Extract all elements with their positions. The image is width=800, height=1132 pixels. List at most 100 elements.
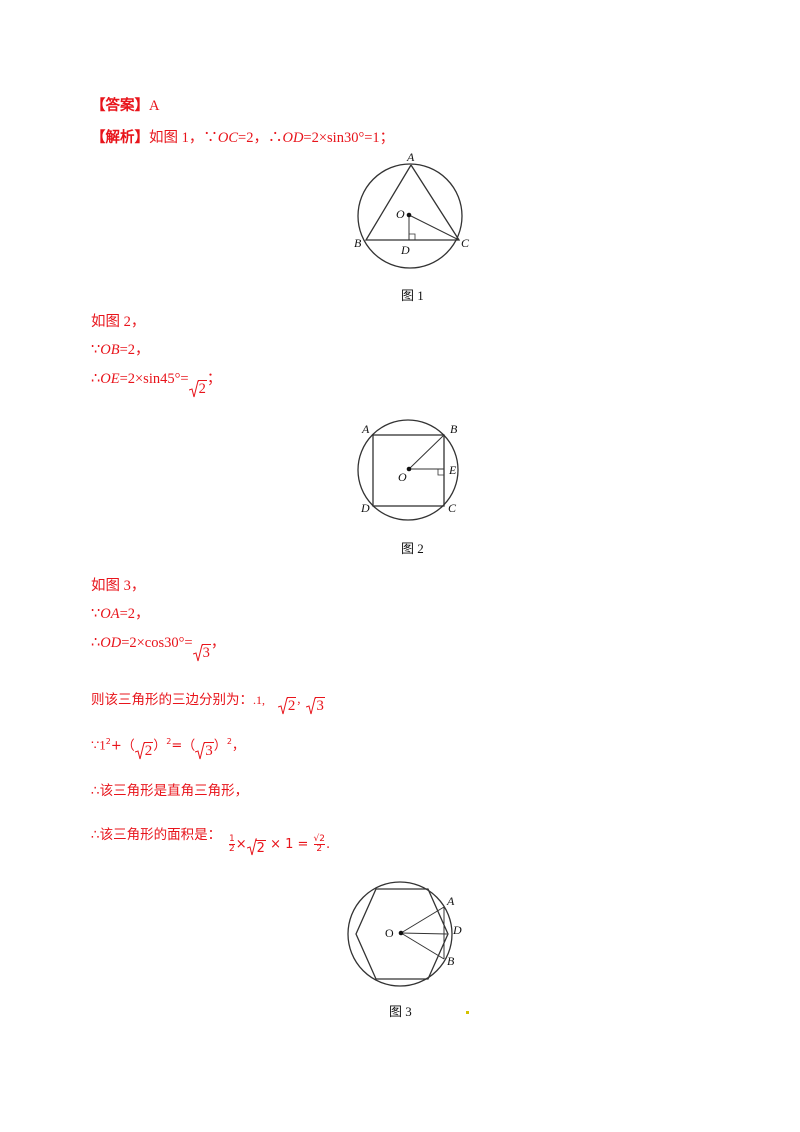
analysis-label: 【解析】 bbox=[91, 130, 149, 146]
radicand: 3 bbox=[204, 742, 214, 760]
fig3-label-o: O bbox=[385, 926, 394, 940]
part3-therefore: ∴OD=2×cos30°= 3， bbox=[91, 634, 225, 662]
frac-numerator: 1 bbox=[229, 834, 235, 845]
part2-therefore: ∴OE=2×sin45°= 2； bbox=[91, 370, 221, 398]
fig1-oc bbox=[408, 214, 460, 241]
radicand: 2 bbox=[197, 380, 207, 397]
pyth-text: ， bbox=[231, 738, 245, 754]
fig2-ob bbox=[408, 434, 445, 470]
sqrt-3: 3 bbox=[195, 742, 214, 760]
fig3-label-b: B bbox=[447, 954, 455, 968]
exponent: 2 bbox=[105, 737, 111, 746]
fig1-label-b: B bbox=[354, 236, 362, 250]
fig2-label-d: D bbox=[360, 501, 370, 515]
times: × bbox=[235, 837, 247, 852]
pyth-text: +（ bbox=[110, 738, 135, 754]
sqrt-3: 3 bbox=[192, 644, 211, 662]
pythagoras-line: ∵12+（2）2=（3）2， bbox=[91, 733, 245, 760]
var-oe: OE bbox=[100, 371, 120, 387]
fig1-label-o: O bbox=[396, 207, 405, 221]
part2-intro: 如图 2， bbox=[91, 314, 146, 330]
figure-3: A O D B bbox=[347, 881, 462, 987]
fig1-right-angle bbox=[409, 233, 416, 240]
exponent: 2 bbox=[226, 737, 232, 746]
sides-text: 则该三角形的三边分别为： bbox=[91, 692, 253, 708]
fig2-label-a: A bbox=[361, 422, 370, 436]
answer-value: A bbox=[149, 98, 160, 114]
fig3-circle bbox=[347, 881, 453, 987]
analysis-text: =2×sin30°=1； bbox=[303, 130, 395, 146]
fig3-ob bbox=[400, 932, 445, 960]
fig2-label-e: E bbox=[448, 463, 457, 477]
part2-since: ∵OB=2， bbox=[91, 341, 150, 359]
times-one-equals: × 1 = bbox=[270, 837, 309, 852]
symbol-therefore: ∴ bbox=[91, 635, 101, 651]
radicand: 2 bbox=[255, 840, 266, 856]
analysis-line-1: 【解析】如图 1，∵OC=2，∴OD=2×sin30°=1； bbox=[91, 129, 394, 147]
radicand: 2 bbox=[143, 742, 154, 760]
fig2-label-b: B bbox=[450, 422, 458, 436]
sqrt-2: 2 bbox=[134, 742, 154, 760]
area-line: ∴该三角形的面积是： bbox=[91, 826, 221, 844]
period: . bbox=[326, 837, 331, 852]
symbol-therefore: ∴ bbox=[91, 371, 101, 387]
fig1-triangle bbox=[364, 164, 461, 241]
var-oc: OC bbox=[217, 130, 239, 146]
right-triangle-line: ∴该三角形是直角三角形， bbox=[91, 783, 249, 799]
fig2-right-angle bbox=[437, 469, 444, 476]
part3-text: =2×cos30°= bbox=[121, 635, 193, 651]
fig1-circle bbox=[357, 163, 463, 269]
part2-text: =2×sin45°= bbox=[119, 371, 189, 387]
fig3-label-a: A bbox=[446, 894, 455, 908]
analysis-text: =2，∴ bbox=[238, 130, 283, 146]
part3-text: ， bbox=[210, 635, 226, 651]
fig2-center-dot bbox=[406, 466, 412, 472]
sqrt-2: 2 bbox=[277, 697, 297, 715]
sides-line: 则该三角形的三边分别为：.1, 2， 3 bbox=[91, 691, 325, 715]
answer-label: 【答案】 bbox=[91, 98, 149, 114]
pyth-text: ） bbox=[153, 738, 167, 754]
fig3-caption: 图 3 bbox=[389, 1004, 412, 1019]
fig1-label-d: D bbox=[400, 243, 410, 257]
fig2-circle bbox=[357, 419, 459, 521]
fig2-label-c: C bbox=[448, 501, 457, 515]
frac-denominator: 2 bbox=[229, 844, 235, 854]
area-text: ∴该三角形的面积是： bbox=[91, 827, 222, 843]
sqrt-2: 2 bbox=[188, 380, 207, 398]
analysis-text: 如图 1，∵ bbox=[149, 130, 218, 146]
separator: ， bbox=[296, 696, 307, 707]
part2-text: ； bbox=[206, 371, 222, 387]
symbol-because: ∵ bbox=[91, 342, 101, 358]
figure-1: A O B D C bbox=[354, 150, 470, 269]
part3-intro: 如图 3， bbox=[91, 578, 146, 594]
radicand: 2 bbox=[286, 697, 297, 714]
fig1-label-c: C bbox=[461, 236, 470, 250]
radicand: 3 bbox=[315, 697, 325, 714]
radicand: 3 bbox=[201, 644, 211, 661]
fig1-caption: 图 1 bbox=[401, 288, 424, 303]
sqrt-3: 3 bbox=[306, 697, 325, 715]
side-one: .1, bbox=[253, 693, 265, 707]
fig2-caption: 图 2 bbox=[401, 541, 424, 556]
fig1-label-a: A bbox=[406, 150, 415, 164]
var-od: OD bbox=[100, 635, 122, 651]
frac-denominator: 2 bbox=[316, 844, 323, 854]
fig3-hexagon bbox=[355, 888, 449, 980]
decorative-dot bbox=[466, 1011, 469, 1014]
frac-numerator: √2 bbox=[313, 834, 325, 845]
fig3-oa bbox=[400, 906, 445, 934]
var-ob: OB bbox=[100, 342, 120, 358]
fig3-center-dot bbox=[398, 930, 404, 936]
part2-text: =2， bbox=[119, 342, 150, 358]
var-oa: OA bbox=[100, 606, 120, 622]
fig1-center-dot bbox=[406, 212, 412, 218]
exponent: 2 bbox=[166, 737, 172, 746]
sqrt-2: 2 bbox=[246, 838, 266, 860]
pyth-text: ∵1 bbox=[91, 737, 106, 753]
pyth-text: =（ bbox=[171, 738, 196, 754]
answer-line: 【答案】A bbox=[91, 97, 159, 115]
part3-since: ∵OA=2， bbox=[91, 605, 150, 623]
